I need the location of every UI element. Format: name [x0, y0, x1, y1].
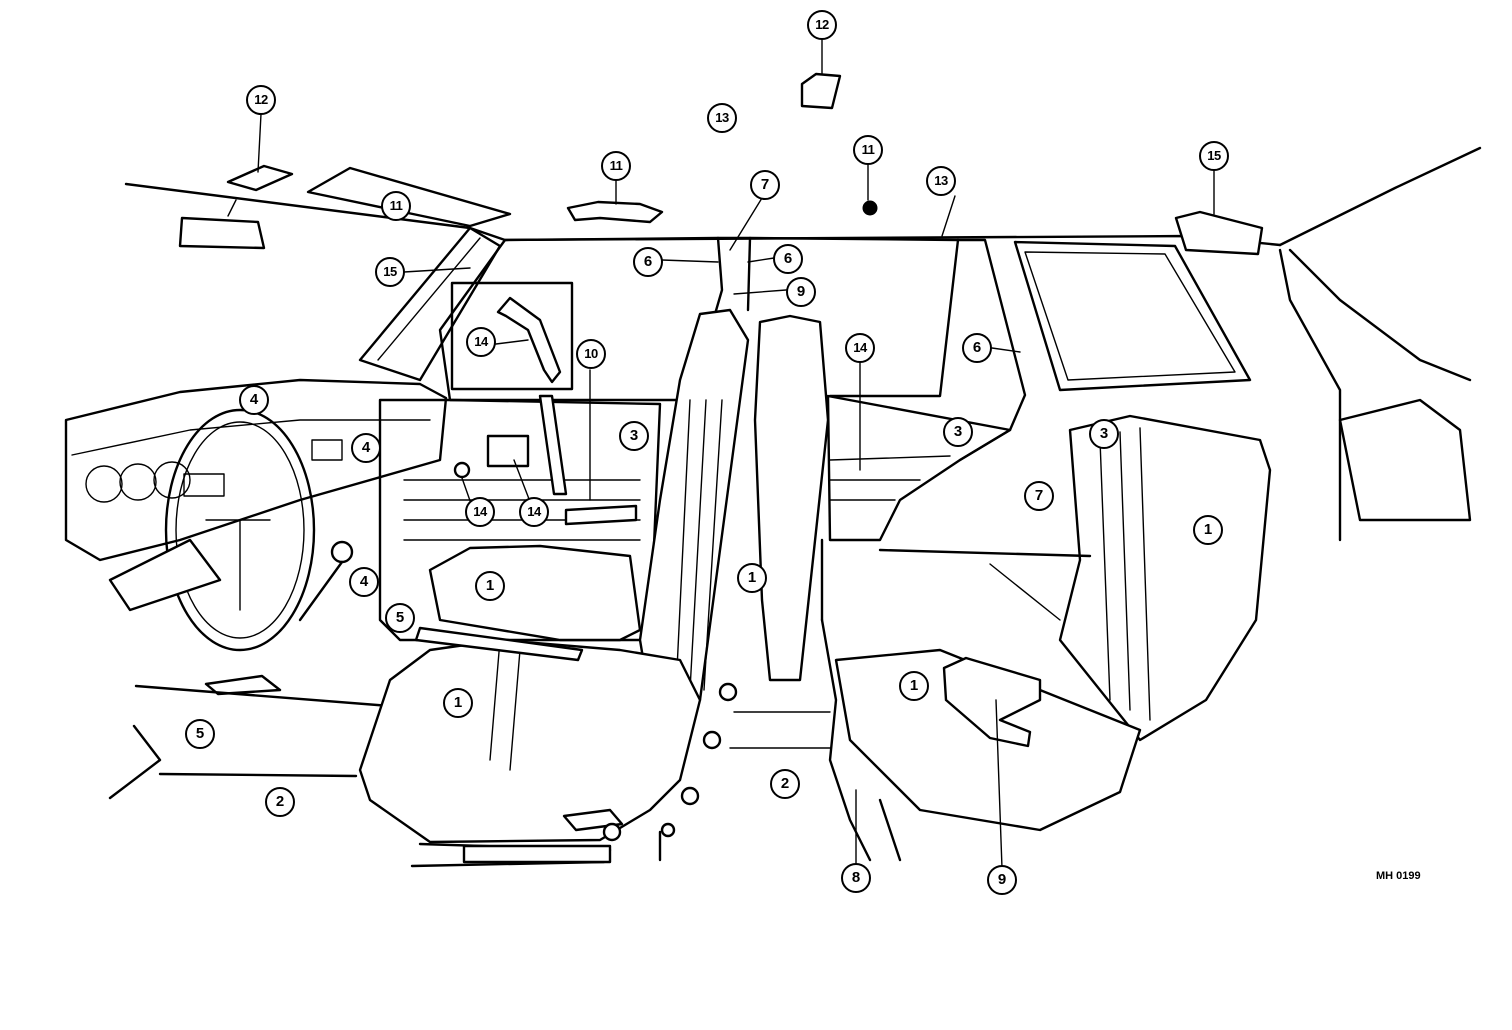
callout-4-dash-panel[interactable]: 4: [351, 433, 381, 463]
callout-8-scuff[interactable]: 8: [841, 863, 871, 893]
callout-9-rear-belt[interactable]: 9: [987, 865, 1017, 895]
callout-5-floor-mat[interactable]: 5: [185, 719, 215, 749]
callout-12-sunvisor-light[interactable]: 12: [246, 85, 276, 115]
callout-13-headliner[interactable]: 13: [926, 166, 956, 196]
callout-12-dome-light[interactable]: 12: [807, 10, 837, 40]
callout-1-front-seat-upper[interactable]: 1: [475, 571, 505, 601]
callout-11-sunvisor[interactable]: 11: [381, 191, 411, 221]
callout-9-belt-anchor[interactable]: 9: [786, 277, 816, 307]
callout-1-front-seat-back[interactable]: 1: [737, 563, 767, 593]
callout-3-rear-door-panel[interactable]: 3: [943, 417, 973, 447]
callout-10-seatbelt[interactable]: 10: [576, 339, 606, 369]
callout-4-console[interactable]: 4: [349, 567, 379, 597]
callout-7-pillar[interactable]: 7: [750, 170, 780, 200]
callout-14-door-lock[interactable]: 14: [465, 497, 495, 527]
callout-6-quarter-trim[interactable]: 6: [962, 333, 992, 363]
callout-11-grab-handle[interactable]: 11: [601, 151, 631, 181]
callout-6-front-door-trim[interactable]: 6: [633, 247, 663, 277]
callout-7-wheelhouse[interactable]: 7: [1024, 481, 1054, 511]
callout-5-scuff-plate[interactable]: 5: [385, 603, 415, 633]
callout-14-assist-grip[interactable]: 14: [466, 327, 496, 357]
callout-15-pillar-trim[interactable]: 15: [375, 257, 405, 287]
callout-6-rear-door-trim[interactable]: 6: [773, 244, 803, 274]
callout-4-dash-pad[interactable]: 4: [239, 385, 269, 415]
callout-3-front-door-panel[interactable]: 3: [619, 421, 649, 451]
drawing-code-label: MH 0199: [1376, 870, 1421, 882]
callout-11-roof-clip[interactable]: 11: [853, 135, 883, 165]
callout-1-front-seat-cushion[interactable]: 1: [443, 688, 473, 718]
callout-14-rear-handle[interactable]: 14: [845, 333, 875, 363]
callout-1-rear-seat-cushion[interactable]: 1: [899, 671, 929, 701]
callout-1-rear-seat-back[interactable]: 1: [1193, 515, 1223, 545]
callout-3-quarter-panel[interactable]: 3: [1089, 419, 1119, 449]
callout-13-roof[interactable]: 13: [707, 103, 737, 133]
callout-15-rear-lamp[interactable]: 15: [1199, 141, 1229, 171]
callout-2-rear-carpet[interactable]: 2: [770, 769, 800, 799]
callout-2-front-carpet[interactable]: 2: [265, 787, 295, 817]
callout-14-door-handle[interactable]: 14: [519, 497, 549, 527]
